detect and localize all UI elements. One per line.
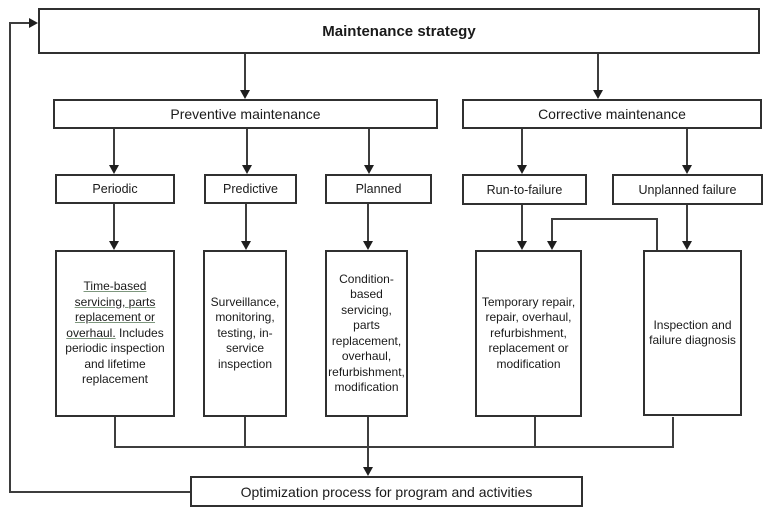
- arrow-down-icon: [109, 165, 119, 174]
- planned-detail-box: Condition-based servicing, parts replace…: [325, 250, 408, 417]
- predictive-label: Predictive: [223, 182, 278, 196]
- arrow-down-icon: [363, 467, 373, 476]
- connector-strategy-to-preventive: [244, 54, 246, 91]
- connector-periodic-to-detail: [113, 204, 115, 241]
- drop-detail-runtofailure: [534, 417, 536, 448]
- run-to-failure-label: Run-to-failure: [486, 182, 563, 197]
- periodic-detail-underlined: Time-based servicing, parts replacement …: [66, 279, 156, 340]
- run-to-failure-box: Run-to-failure: [462, 174, 587, 205]
- connector-corrective-to-runtofailure: [521, 129, 523, 166]
- connector-strategy-to-corrective: [597, 54, 599, 91]
- connector-predictive-to-detail: [245, 204, 247, 241]
- planned-detail-text: Condition-based servicing, parts replace…: [328, 271, 405, 395]
- unplanned-failure-detail-text: Inspection and failure diagnosis: [649, 317, 736, 348]
- connector-unplanned-to-detail: [686, 204, 688, 241]
- unplanned-failure-detail-box: Inspection and failure diagnosis: [643, 250, 742, 416]
- connector-inspection-to-repair-down: [551, 219, 553, 241]
- feedback-line-bottom: [9, 491, 190, 493]
- arrow-down-icon: [517, 165, 527, 174]
- arrow-down-icon: [682, 241, 692, 250]
- connector-corrective-to-unplanned: [686, 129, 688, 166]
- predictive-detail-text: Surveillance, monitoring, testing, in-se…: [210, 294, 280, 371]
- drop-detail-unplanned: [672, 417, 674, 448]
- periodic-detail-rest: Includes periodic inspection and lifetim…: [65, 325, 165, 387]
- arrow-right-icon: [29, 18, 38, 28]
- predictive-detail-box: Surveillance, monitoring, testing, in-se…: [203, 250, 287, 417]
- run-to-failure-detail-box: Temporary repair, repair, overhaul, refu…: [475, 250, 582, 417]
- periodic-detail-text: Time-based servicing, parts replacement …: [60, 279, 170, 388]
- preventive-maintenance-box: Preventive maintenance: [53, 99, 438, 129]
- periodic-box: Periodic: [55, 174, 175, 204]
- arrow-down-icon: [363, 241, 373, 250]
- optimization-process-box: Optimization process for program and act…: [190, 476, 583, 507]
- predictive-box: Predictive: [204, 174, 297, 204]
- periodic-detail-box: Time-based servicing, parts replacement …: [55, 250, 175, 417]
- arrow-down-icon: [517, 241, 527, 250]
- connector-planned-to-detail: [367, 204, 369, 241]
- arrow-down-icon: [547, 241, 557, 250]
- corrective-maintenance-label: Corrective maintenance: [538, 106, 686, 122]
- connector-inspection-to-repair-up: [656, 219, 658, 250]
- drop-detail-predictive: [244, 417, 246, 448]
- arrow-down-icon: [241, 241, 251, 250]
- arrow-down-icon: [240, 90, 250, 99]
- arrow-down-icon: [593, 90, 603, 99]
- arrow-down-icon: [364, 165, 374, 174]
- periodic-label: Periodic: [92, 182, 138, 196]
- planned-box: Planned: [325, 174, 432, 204]
- optimization-process-label: Optimization process for program and act…: [240, 483, 533, 500]
- connector-preventive-to-periodic: [113, 129, 115, 166]
- connector-runtofailure-to-detail: [521, 204, 523, 241]
- drop-detail-planned: [367, 417, 369, 467]
- corrective-maintenance-box: Corrective maintenance: [462, 99, 762, 129]
- feedback-line-top: [9, 22, 30, 24]
- arrow-down-icon: [109, 241, 119, 250]
- unplanned-failure-box: Unplanned failure: [612, 174, 763, 205]
- arrow-down-icon: [242, 165, 252, 174]
- preventive-maintenance-label: Preventive maintenance: [170, 106, 321, 122]
- connector-preventive-to-predictive: [246, 129, 248, 166]
- drop-detail-periodic: [114, 417, 116, 448]
- maintenance-strategy-label: Maintenance strategy: [322, 22, 476, 40]
- run-to-failure-detail-text: Temporary repair, repair, overhaul, refu…: [481, 294, 576, 371]
- planned-label: Planned: [355, 182, 402, 196]
- maintenance-strategy-box: Maintenance strategy: [38, 8, 760, 54]
- arrow-down-icon: [682, 165, 692, 174]
- feedback-line-vertical: [9, 22, 11, 493]
- connector-inspection-to-repair-across: [551, 218, 658, 220]
- collector-line: [114, 446, 674, 448]
- connector-preventive-to-planned: [368, 129, 370, 166]
- unplanned-failure-label: Unplanned failure: [638, 182, 737, 197]
